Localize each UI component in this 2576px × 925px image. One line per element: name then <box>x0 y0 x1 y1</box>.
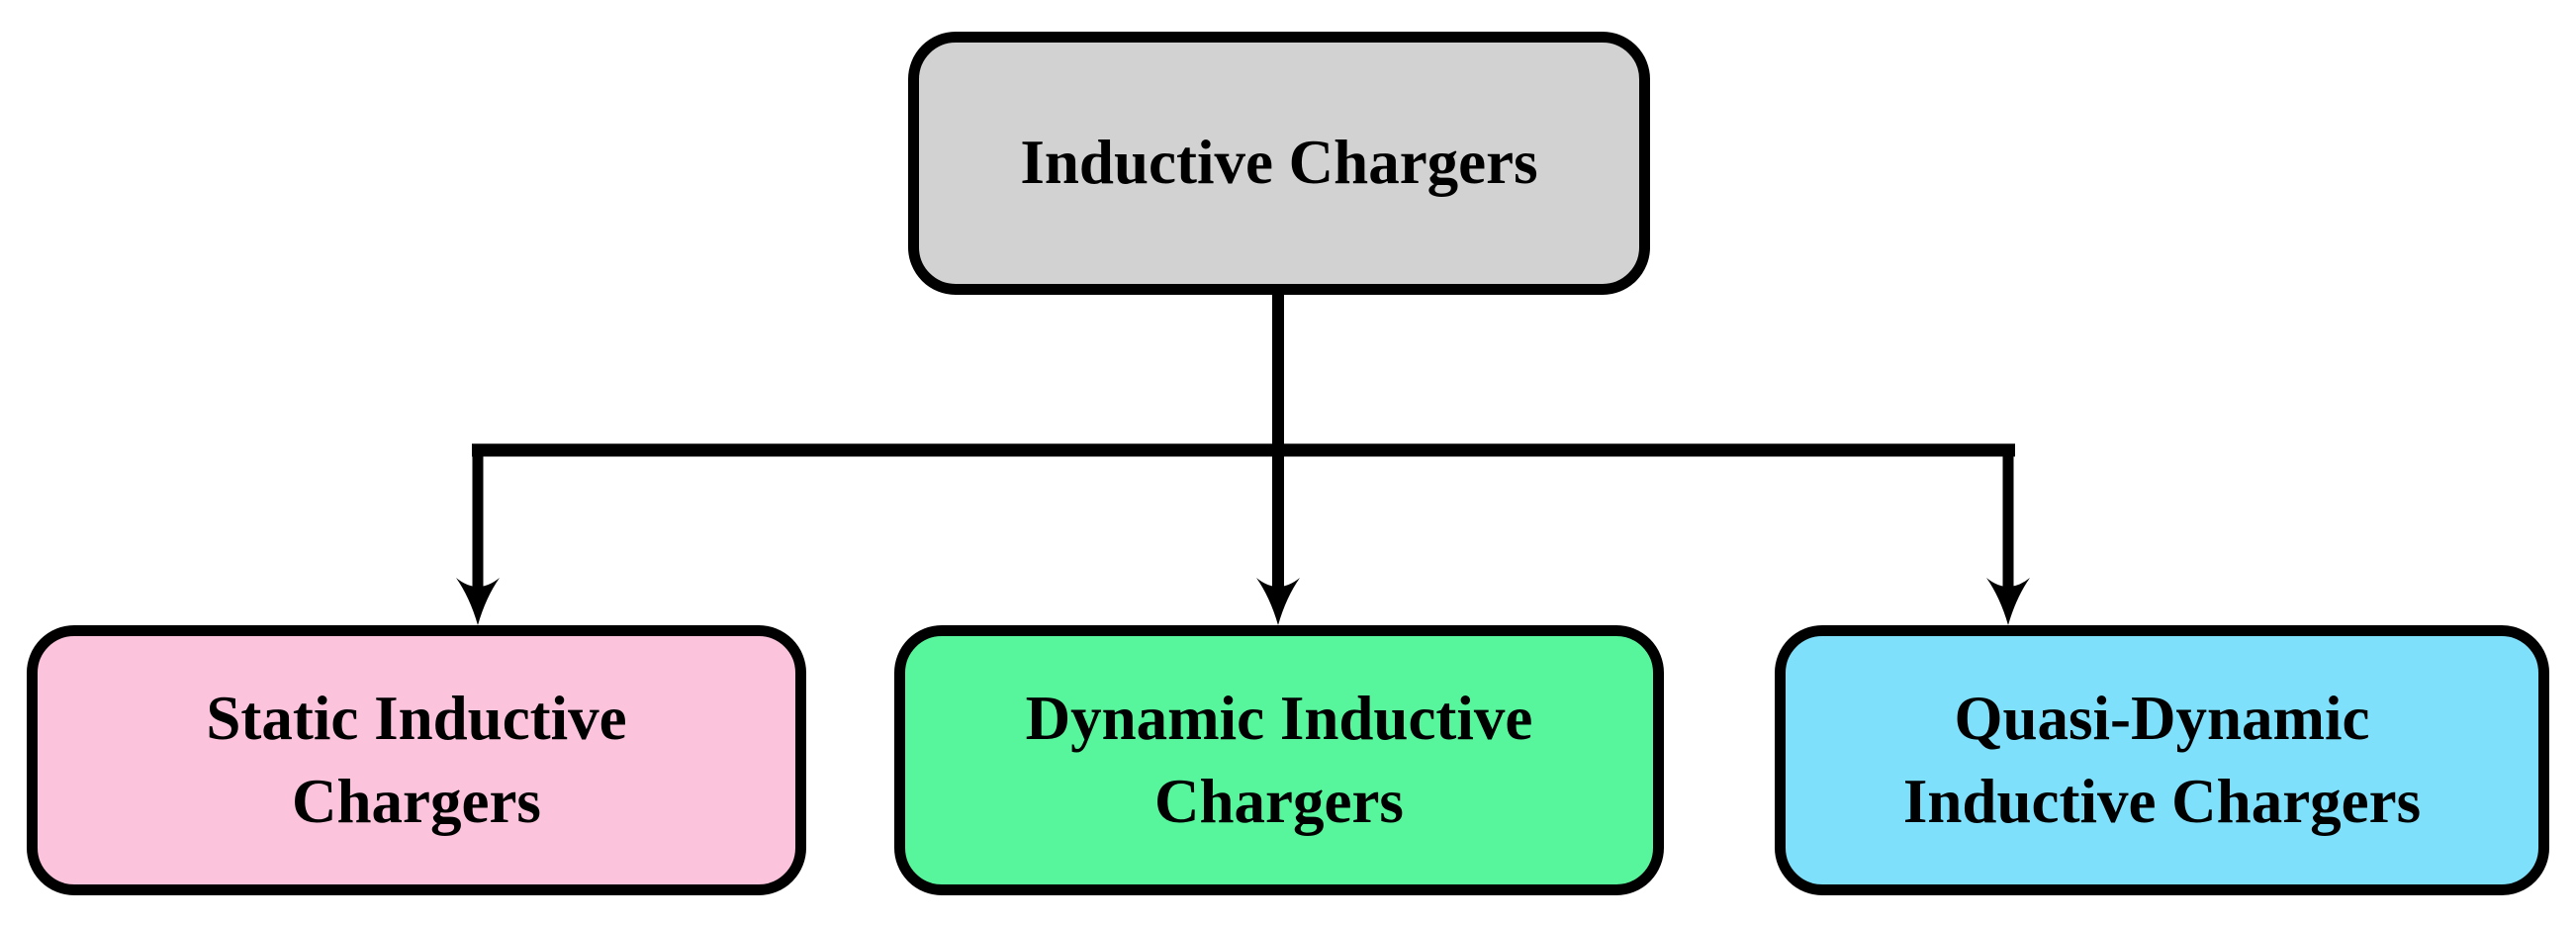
node-dynamic-inductive-chargers: Dynamic Inductive Chargers <box>894 625 1664 895</box>
arrowhead-down-icon <box>1986 578 2030 625</box>
node-label: Dynamic Inductive Chargers <box>1025 683 1533 836</box>
node-inductive-chargers: Inductive Chargers <box>908 32 1650 295</box>
node-label: Inductive Chargers <box>1020 128 1538 198</box>
arrowhead-down-icon <box>456 578 500 625</box>
node-static-inductive-chargers: Static Inductive Chargers <box>27 625 806 895</box>
node-quasi-dynamic-inductive-chargers: Quasi-Dynamic Inductive Chargers <box>1775 625 2549 895</box>
arrowhead-down-icon <box>1256 578 1300 625</box>
node-label: Quasi-Dynamic Inductive Chargers <box>1902 683 2422 836</box>
node-label: Static Inductive Chargers <box>206 683 627 836</box>
